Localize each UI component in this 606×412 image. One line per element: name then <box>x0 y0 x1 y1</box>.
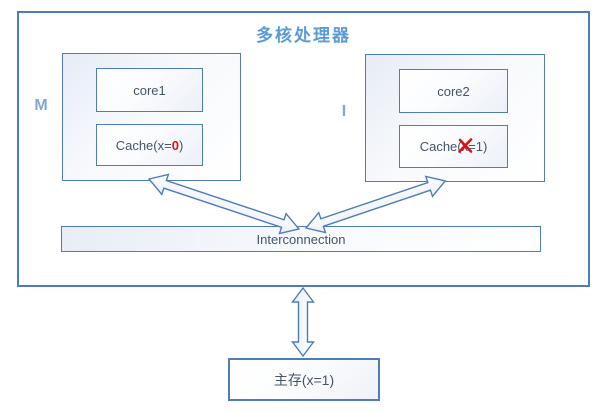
cache-state-label-modified: M <box>34 97 48 114</box>
main-memory-label: 主存(x=1) <box>273 371 335 388</box>
core2-box: core2 <box>399 69 508 113</box>
interconnection-bar: Interconnection <box>61 226 541 252</box>
cache1-value-red: 0 <box>171 137 179 153</box>
cache1-box: Cache(x=0) <box>96 124 203 166</box>
double-arrow-processor-memory <box>291 286 315 358</box>
cache2-box: Cache(x =1) <box>399 125 508 168</box>
core1-box: core1 <box>96 68 203 112</box>
main-memory-box: 主存(x=1) <box>228 358 380 401</box>
diagram-title: 多核处理器 <box>256 26 351 45</box>
cache-state-label-invalid: I <box>341 103 347 120</box>
core1-label: core1 <box>133 82 166 98</box>
interconnection-label: Interconnection <box>256 231 346 247</box>
cache2-label: Cache(x =1) <box>419 138 488 154</box>
core2-label: core2 <box>437 83 470 99</box>
cache1-label: Cache(x=0) <box>115 137 184 153</box>
crossed-x: x <box>457 138 472 154</box>
